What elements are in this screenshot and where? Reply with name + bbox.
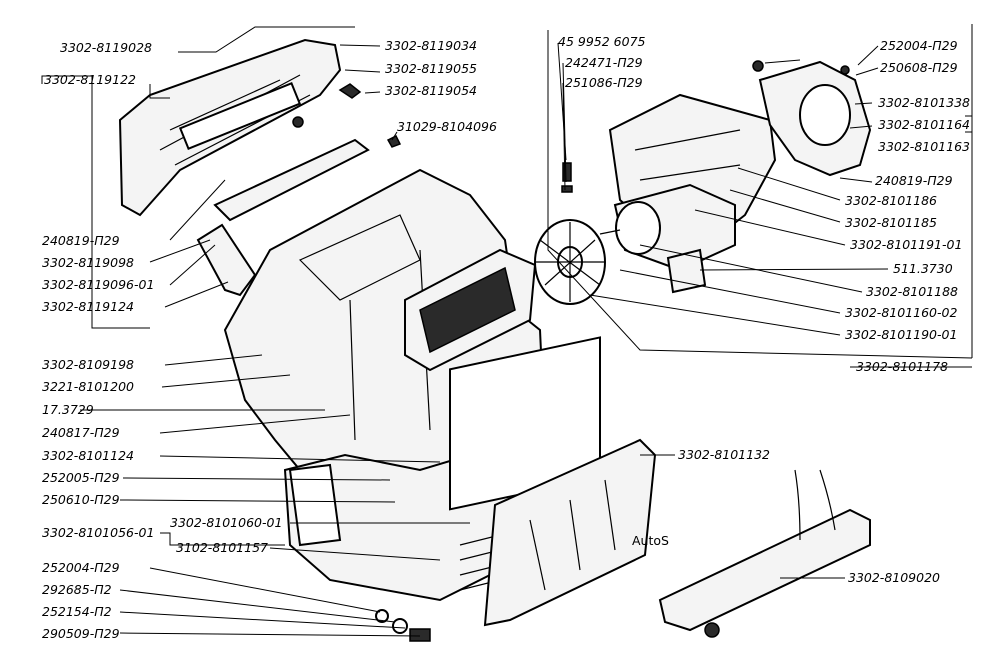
callout-label: 242471-П29 — [565, 55, 643, 70]
watermark-text: AutoS — [632, 533, 669, 548]
callout-label: 250610-П29 — [42, 492, 120, 507]
callout-label: 3302-8119122 — [44, 72, 136, 87]
callout-label: 3302-8101338 — [878, 95, 970, 110]
callout-label: 3302-8109020 — [848, 570, 940, 585]
leader-lines — [41, 24, 973, 637]
flap-bar-part — [196, 138, 370, 297]
callout-label: 3302-8119055 — [385, 61, 477, 76]
callout-label: 3302-8119028 — [60, 40, 152, 55]
callout-label: 290509-П29 — [42, 626, 120, 641]
callout-label: 252154-П2 — [42, 604, 112, 619]
callout-label: 292685-П2 — [42, 582, 112, 597]
callout-label: 3302-8119034 — [385, 38, 477, 53]
callout-label: 240817-П29 — [42, 425, 120, 440]
upper-duct-part — [118, 38, 342, 217]
callout-label: 3302-8101164 — [878, 117, 970, 132]
callout-label: 240819-П29 — [42, 233, 120, 248]
callout-label: 3302-8101178 — [856, 359, 948, 374]
radiator-cover-part — [483, 438, 657, 627]
callout-label: 3302-8101060-01 — [170, 515, 282, 530]
callout-label: 3302-8101163 — [878, 139, 970, 154]
control-panel-part — [658, 469, 871, 638]
callout-label: 511.3730 — [893, 261, 953, 276]
callout-label: 252004-П29 — [880, 38, 958, 53]
callout-label: 252005-П29 — [42, 470, 120, 485]
callout-label: 240819-П29 — [875, 173, 953, 188]
fan-wheel-part — [534, 219, 606, 305]
outlet-nozzle-part — [404, 248, 537, 372]
callout-label: 3221-8101200 — [42, 379, 134, 394]
callout-label: 3302-8101191-01 — [850, 237, 962, 252]
callout-label: 3102-8101157 — [176, 540, 268, 555]
top-clip-parts — [292, 83, 402, 148]
callout-label: 3302-8101185 — [845, 215, 937, 230]
callout-label: 3302-8119054 — [385, 83, 477, 98]
fan-motor-part — [599, 183, 736, 272]
callout-label: 250608-П29 — [880, 60, 958, 75]
callout-labels: 3302-8119028 3302-8119122 3302-8119034 3… — [42, 34, 970, 641]
callout-label: 251086-П29 — [565, 75, 643, 90]
callout-label: 45 9952 6075 — [558, 34, 646, 49]
callout-label: 17.3729 — [42, 402, 94, 417]
callout-label: 3302-8119098 — [42, 255, 134, 270]
callout-label: 31029-8104096 — [397, 119, 497, 134]
callout-label: 3302-8109198 — [42, 357, 134, 372]
bottom-fastener-parts — [375, 609, 431, 642]
callout-label: 3302-8101132 — [678, 447, 770, 462]
callout-label: 252004-П29 — [42, 560, 120, 575]
callout-label: 3302-8101160-02 — [845, 305, 957, 320]
callout-label: 3302-8119124 — [42, 299, 134, 314]
callout-label: 3302-8101188 — [866, 284, 958, 299]
callout-label: 3302-8101186 — [845, 193, 937, 208]
small-screw-parts — [561, 60, 850, 193]
fan-cover-part — [758, 60, 872, 177]
callout-label: 3302-8119096-01 — [42, 277, 154, 292]
callout-label: 3302-8101124 — [42, 448, 134, 463]
callout-label: 3302-8101056-01 — [42, 525, 154, 540]
callout-label: 3302-8101190-01 — [845, 327, 957, 342]
